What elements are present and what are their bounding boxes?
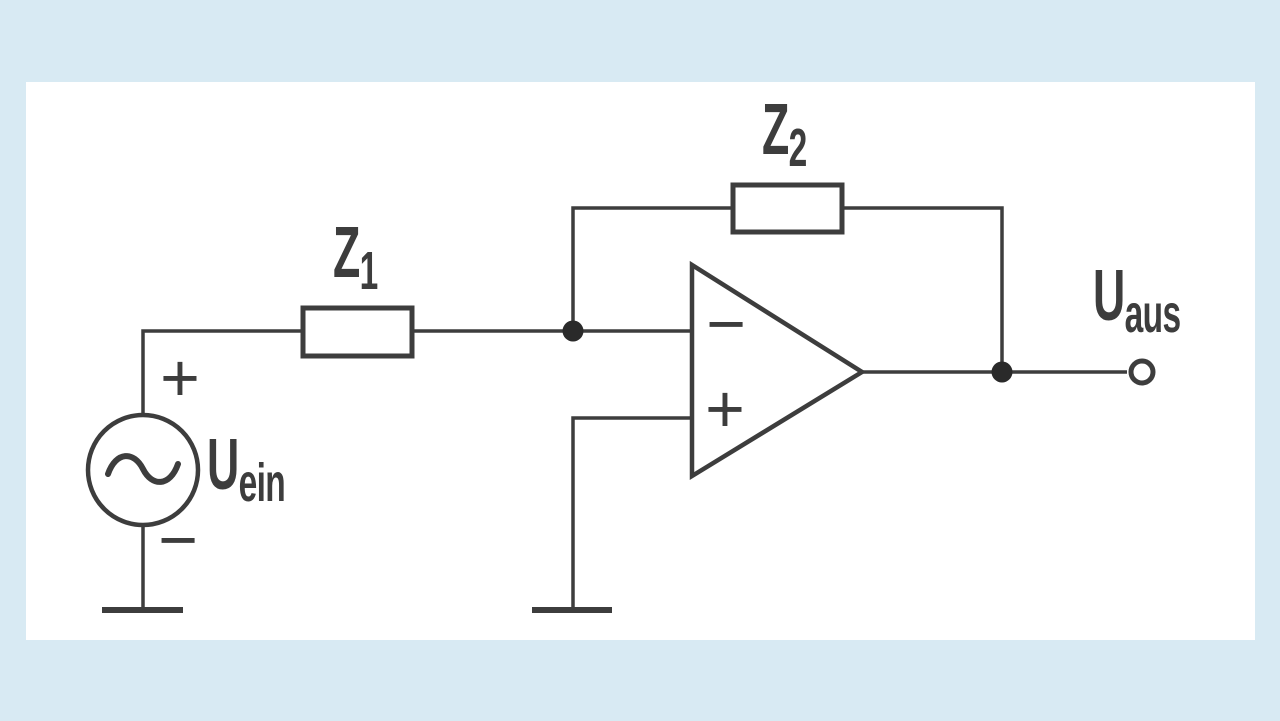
z2-label-sub: 2 <box>788 118 808 178</box>
source-plus-mark: + <box>160 340 200 416</box>
source-minus-mark: − <box>158 502 198 578</box>
u-ein-label-sub: ein <box>238 453 286 513</box>
u-aus-label-sub: aus <box>1124 284 1181 344</box>
wire-feedback-left <box>571 206 733 331</box>
impedance-z1-box <box>300 305 415 359</box>
impedance-z2-box <box>730 182 845 235</box>
wire-noninverting-to-ground <box>571 416 692 610</box>
opamp-noninverting-input-mark: + <box>705 371 745 447</box>
open-terminal-icon <box>1128 358 1156 386</box>
z1-label-base: Z <box>333 213 360 293</box>
diagram-panel <box>26 82 1255 640</box>
u-ein-label-base: U <box>207 425 239 505</box>
op-amp-triangle-icon <box>689 260 867 481</box>
u-aus-label-base: U <box>1093 256 1125 336</box>
u-aus-label: Uaus <box>1093 260 1181 344</box>
z2-label: Z2 <box>762 94 807 175</box>
opamp-inverting-input-mark: − <box>706 286 746 362</box>
z2-label-base: Z <box>762 90 789 170</box>
wire-source-to-z1 <box>141 329 303 415</box>
z1-label-sub: 1 <box>359 241 379 301</box>
z1-label: Z1 <box>333 217 378 298</box>
junction-dot-icon <box>562 320 584 342</box>
wire-feedback-right <box>842 206 1004 372</box>
u-ein-label: Uein <box>207 429 286 513</box>
sine-wave-icon <box>105 453 181 485</box>
junction-dot-icon <box>991 361 1013 383</box>
